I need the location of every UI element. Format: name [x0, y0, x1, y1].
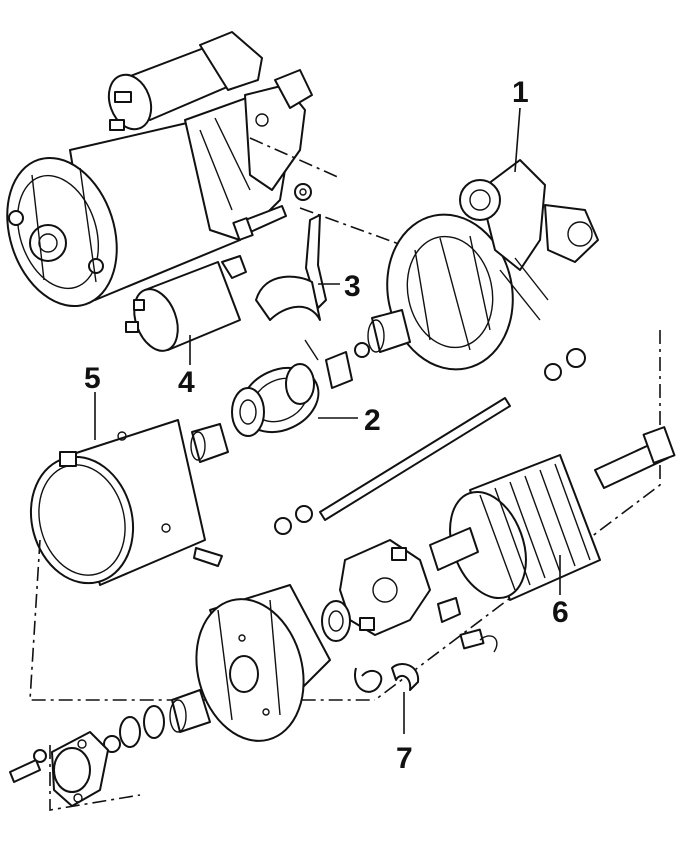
assembly-line	[299, 207, 411, 249]
thrust-washer	[321, 600, 351, 642]
mounting-bolt	[232, 205, 287, 241]
bearing-bushing	[171, 689, 211, 733]
callout-2: 2	[364, 404, 381, 437]
callout-3: 3	[344, 270, 361, 303]
stop-collar	[191, 423, 229, 463]
brush-spring	[353, 667, 383, 693]
assembly-line	[374, 330, 661, 701]
washer	[544, 363, 562, 381]
field-housing	[29, 419, 206, 586]
nut	[295, 505, 313, 523]
overrunning-clutch	[231, 363, 320, 437]
commutator-end-frame	[195, 584, 331, 742]
assembled-starter-motor	[6, 31, 313, 308]
snap-ring	[354, 342, 370, 358]
assembly-line	[49, 745, 141, 811]
washer	[33, 749, 47, 763]
bushing	[371, 309, 411, 353]
screw	[193, 547, 223, 567]
washer	[103, 735, 121, 753]
assembly-line	[249, 137, 341, 179]
solenoid	[125, 255, 247, 352]
brush	[459, 628, 485, 650]
callout-4: 4	[178, 366, 195, 399]
callout-5: 5	[84, 362, 101, 395]
through-bolt	[319, 397, 511, 521]
shift-fork	[255, 214, 327, 361]
brush-plate	[339, 539, 431, 636]
leader-line	[514, 107, 521, 173]
washer	[119, 716, 141, 748]
drive-end-housing	[386, 159, 599, 371]
callout-7: 7	[396, 742, 413, 775]
bushing	[437, 597, 461, 623]
end-cap	[51, 731, 109, 807]
washer	[294, 183, 312, 201]
bushing	[325, 351, 353, 389]
nut	[566, 348, 586, 368]
washer	[274, 517, 292, 535]
callout-1: 1	[512, 76, 529, 109]
end-cap-bolt	[9, 759, 41, 783]
washer	[143, 705, 165, 739]
armature	[429, 426, 676, 601]
callout-6: 6	[552, 596, 569, 629]
retaining-clip	[391, 663, 420, 691]
